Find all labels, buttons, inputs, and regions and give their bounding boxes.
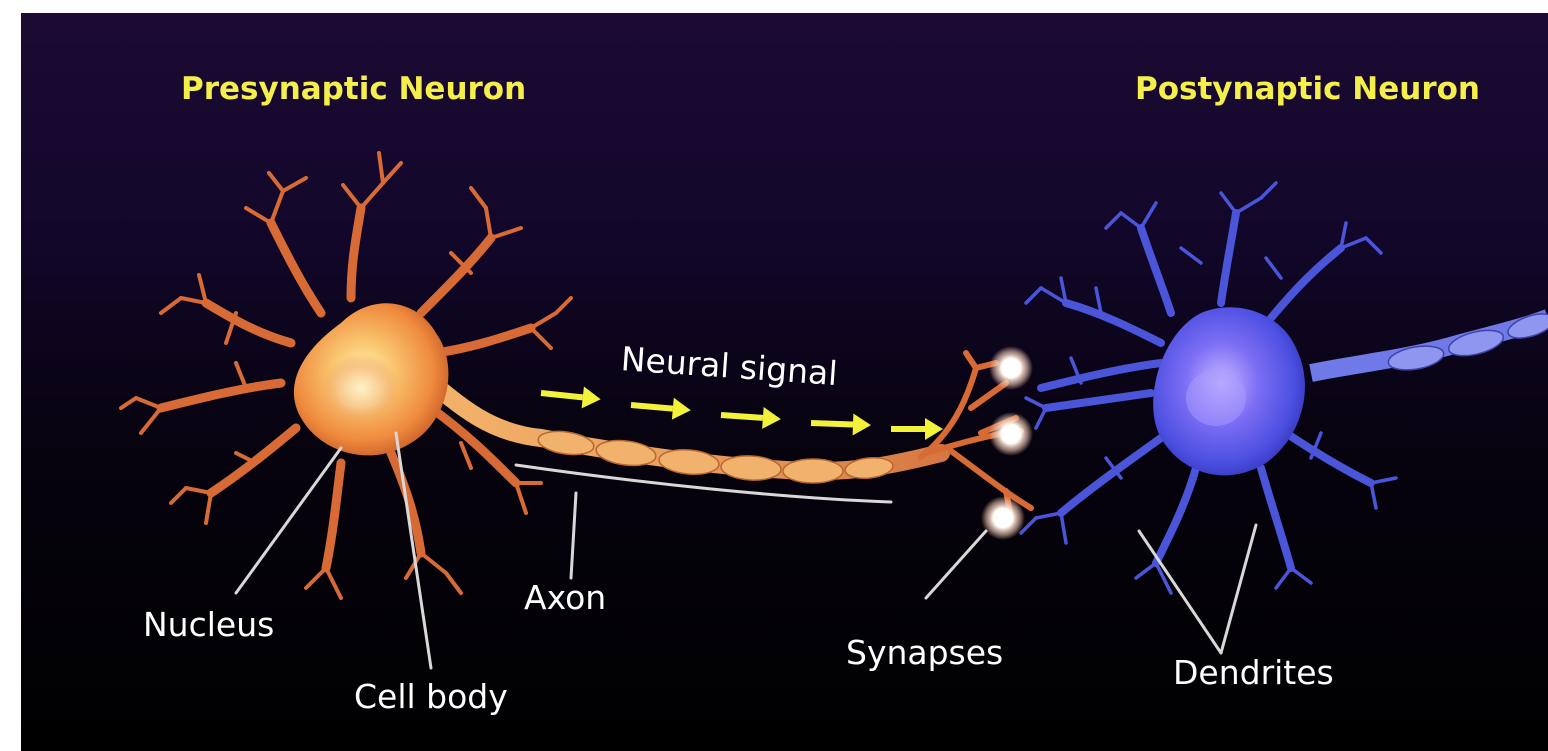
presynaptic-nucleus	[323, 354, 399, 422]
neuron-diagram: Presynaptic Neuron Postynaptic Neuron Ne…	[21, 13, 1548, 751]
signal-arrows	[540, 382, 943, 440]
axon-label: Axon	[524, 578, 606, 617]
nucleus-label: Nucleus	[143, 605, 274, 644]
cell-body-label: Cell body	[354, 677, 508, 716]
dendrites-label: Dendrites	[1173, 653, 1334, 692]
postsynaptic-nucleus	[1186, 370, 1246, 426]
synapses-label: Synapses	[846, 633, 1003, 672]
postsynaptic-title: Postynaptic Neuron	[1135, 71, 1480, 107]
presynaptic-title: Presynaptic Neuron	[181, 71, 526, 107]
synapse-glows	[981, 346, 1033, 540]
